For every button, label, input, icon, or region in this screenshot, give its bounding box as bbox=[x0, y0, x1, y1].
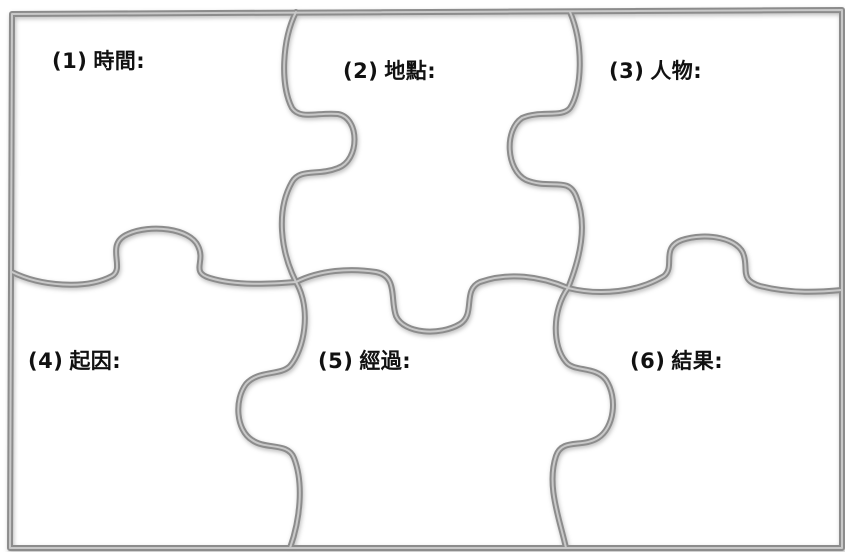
puzzle-outer-border bbox=[7, 7, 845, 551]
piece-title: 起因: bbox=[69, 349, 122, 373]
piece-title: 人物: bbox=[650, 59, 703, 83]
piece-label-result: (6)結果: bbox=[630, 345, 723, 375]
piece-number: (6) bbox=[630, 349, 666, 373]
piece-title: 時間: bbox=[93, 49, 146, 73]
puzzle-cut-middle-center bbox=[293, 267, 571, 335]
puzzle-cut-middle-left bbox=[9, 225, 299, 288]
piece-label-time: (1)時間: bbox=[52, 45, 145, 75]
puzzle-cut-top-right bbox=[506, 9, 585, 291]
puzzle-cut-highlight bbox=[9, 9, 843, 549]
puzzle-cut-top-left bbox=[278, 9, 358, 285]
piece-label-cause: (4)起因: bbox=[28, 345, 121, 375]
piece-label-characters: (3)人物: bbox=[609, 55, 702, 85]
puzzle-cut-highlight bbox=[237, 281, 306, 549]
puzzle-cut-highlight bbox=[567, 235, 843, 293]
piece-title: 地點: bbox=[384, 59, 437, 83]
puzzle-cut-highlight bbox=[295, 269, 569, 333]
puzzle-cut-highlight bbox=[280, 11, 356, 283]
piece-title: 經過: bbox=[359, 349, 412, 373]
puzzle-cut-bottom-right bbox=[549, 285, 616, 551]
puzzle-cut-bottom-left bbox=[235, 279, 308, 551]
piece-number: (4) bbox=[28, 349, 64, 373]
puzzle-cut-middle-right bbox=[565, 233, 845, 295]
piece-number: (2) bbox=[343, 59, 379, 83]
puzzle-cut-highlight bbox=[508, 11, 583, 289]
piece-number: (5) bbox=[318, 349, 354, 373]
piece-label-place: (2)地點: bbox=[343, 55, 436, 85]
piece-number: (3) bbox=[609, 59, 645, 83]
piece-label-process: (5)經過: bbox=[318, 345, 411, 375]
puzzle-cut-highlight bbox=[11, 227, 297, 286]
piece-number: (1) bbox=[52, 49, 88, 73]
piece-title: 結果: bbox=[671, 349, 724, 373]
puzzle-cut-highlight bbox=[551, 287, 614, 549]
